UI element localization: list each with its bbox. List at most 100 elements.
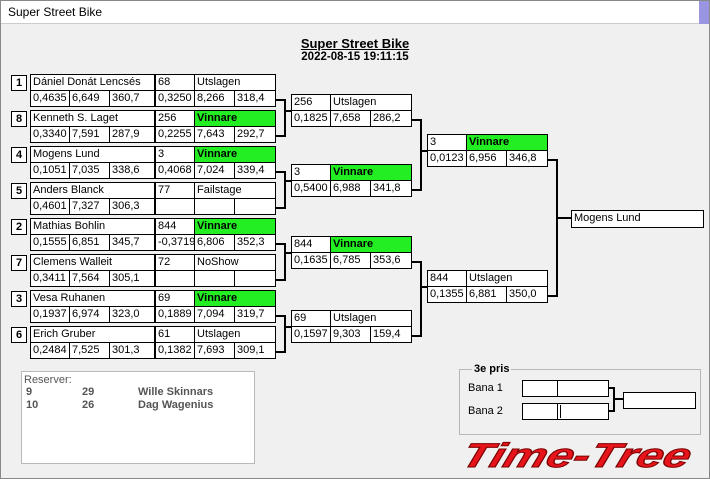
- result-id-cell[interactable]: 77: [155, 182, 195, 199]
- r3-rt-cell[interactable]: 0,1355: [427, 286, 467, 303]
- r2-id-cell[interactable]: 3: [291, 164, 331, 181]
- result-id-cell[interactable]: 68: [155, 74, 195, 91]
- r2-rt-cell[interactable]: 0,5400: [291, 180, 331, 197]
- result-et-cell[interactable]: [194, 270, 235, 287]
- result-rt-cell[interactable]: -0,3719: [155, 234, 195, 251]
- rider-et-cell[interactable]: 7,564: [69, 270, 110, 287]
- result-et-cell[interactable]: 7,024: [194, 162, 235, 179]
- result-rt-cell[interactable]: 0,4068: [155, 162, 195, 179]
- r2-status-cell[interactable]: Utslagen: [330, 94, 412, 111]
- r2-status-cell[interactable]: Vinnare: [330, 164, 412, 181]
- result-speed-cell[interactable]: 292,7: [234, 126, 276, 143]
- result-speed-cell[interactable]: 309,1: [234, 342, 276, 359]
- lane2-id-cell[interactable]: [522, 403, 558, 420]
- result-id-cell[interactable]: 256: [155, 110, 195, 127]
- result-status-cell[interactable]: Utslagen: [194, 326, 276, 343]
- r2-et-cell[interactable]: 6,988: [330, 180, 371, 197]
- r3-speed-cell[interactable]: 350,0: [506, 286, 548, 303]
- rider-et-cell[interactable]: 7,035: [69, 162, 110, 179]
- result-speed-cell[interactable]: 339,4: [234, 162, 276, 179]
- result-status-cell[interactable]: Vinnare: [194, 218, 276, 235]
- r2-speed-cell[interactable]: 341,8: [370, 180, 412, 197]
- result-speed-cell[interactable]: 352,3: [234, 234, 276, 251]
- rider-name-cell[interactable]: Kenneth S. Laget: [30, 110, 155, 127]
- r2-status-cell[interactable]: Vinnare: [330, 236, 412, 253]
- result-speed-cell[interactable]: [234, 198, 276, 215]
- rider-name-cell[interactable]: Dániel Donát Lencsés: [30, 74, 155, 91]
- r2-speed-cell[interactable]: 159,4: [370, 326, 412, 343]
- r3-rt-cell[interactable]: 0,0123: [427, 150, 467, 167]
- result-rt-cell[interactable]: 0,3250: [155, 90, 195, 107]
- rider-rt-cell[interactable]: 0,1555: [30, 234, 70, 251]
- rider-et-cell[interactable]: 7,591: [69, 126, 110, 143]
- result-status-cell[interactable]: Failstage: [194, 182, 276, 199]
- rider-rt-cell[interactable]: 0,4601: [30, 198, 70, 215]
- result-id-cell[interactable]: 69: [155, 290, 195, 307]
- rider-name-cell[interactable]: Mathias Bohlin: [30, 218, 155, 235]
- r3-et-cell[interactable]: 6,956: [466, 150, 507, 167]
- result-rt-cell[interactable]: 0,1382: [155, 342, 195, 359]
- rider-et-cell[interactable]: 7,327: [69, 198, 110, 215]
- result-status-cell[interactable]: Utslagen: [194, 74, 276, 91]
- result-id-cell[interactable]: 844: [155, 218, 195, 235]
- result-speed-cell[interactable]: 318,4: [234, 90, 276, 107]
- result-rt-cell[interactable]: [155, 270, 195, 287]
- rider-speed-cell[interactable]: 323,0: [109, 306, 155, 323]
- rider-rt-cell[interactable]: 0,4635: [30, 90, 70, 107]
- lane1-result-cell[interactable]: [557, 380, 609, 397]
- result-speed-cell[interactable]: 319,7: [234, 306, 276, 323]
- rider-name-cell[interactable]: Clemens Walleit: [30, 254, 155, 271]
- rider-speed-cell[interactable]: 306,3: [109, 198, 155, 215]
- rider-et-cell[interactable]: 6,974: [69, 306, 110, 323]
- rider-et-cell[interactable]: 6,851: [69, 234, 110, 251]
- r2-rt-cell[interactable]: 0,1825: [291, 110, 331, 127]
- result-status-cell[interactable]: Vinnare: [194, 290, 276, 307]
- r2-et-cell[interactable]: 9,303: [330, 326, 371, 343]
- r2-et-cell[interactable]: 7,658: [330, 110, 371, 127]
- rider-speed-cell[interactable]: 287,9: [109, 126, 155, 143]
- rider-et-cell[interactable]: 7,525: [69, 342, 110, 359]
- result-id-cell[interactable]: 3: [155, 146, 195, 163]
- third-prize-result-cell[interactable]: [623, 392, 696, 409]
- rider-rt-cell[interactable]: 0,3340: [30, 126, 70, 143]
- rider-name-cell[interactable]: Vesa Ruhanen: [30, 290, 155, 307]
- rider-rt-cell[interactable]: 0,3411: [30, 270, 70, 287]
- r2-id-cell[interactable]: 69: [291, 310, 331, 327]
- result-id-cell[interactable]: 61: [155, 326, 195, 343]
- r3-speed-cell[interactable]: 346,8: [506, 150, 548, 167]
- r2-rt-cell[interactable]: 0,1597: [291, 326, 331, 343]
- lane1-id-cell[interactable]: [522, 380, 558, 397]
- r3-et-cell[interactable]: 6,881: [466, 286, 507, 303]
- rider-name-cell[interactable]: Erich Gruber: [30, 326, 155, 343]
- rider-speed-cell[interactable]: 338,6: [109, 162, 155, 179]
- result-rt-cell[interactable]: 0,1889: [155, 306, 195, 323]
- result-status-cell[interactable]: NoShow: [194, 254, 276, 271]
- result-et-cell[interactable]: 7,693: [194, 342, 235, 359]
- r2-speed-cell[interactable]: 286,2: [370, 110, 412, 127]
- rider-rt-cell[interactable]: 0,2484: [30, 342, 70, 359]
- result-rt-cell[interactable]: [155, 198, 195, 215]
- lane2-result-cell[interactable]: [557, 403, 609, 420]
- final-winner-cell[interactable]: Mogens Lund: [571, 210, 704, 228]
- result-rt-cell[interactable]: 0,2255: [155, 126, 195, 143]
- result-status-cell[interactable]: Vinnare: [194, 146, 276, 163]
- r2-rt-cell[interactable]: 0,1635: [291, 252, 331, 269]
- rider-et-cell[interactable]: 6,649: [69, 90, 110, 107]
- rider-name-cell[interactable]: Anders Blanck: [30, 182, 155, 199]
- r2-id-cell[interactable]: 256: [291, 94, 331, 111]
- result-et-cell[interactable]: 7,643: [194, 126, 235, 143]
- r3-id-cell[interactable]: 844: [427, 270, 467, 287]
- result-id-cell[interactable]: 72: [155, 254, 195, 271]
- rider-speed-cell[interactable]: 360,7: [109, 90, 155, 107]
- rider-speed-cell[interactable]: 301,3: [109, 342, 155, 359]
- rider-speed-cell[interactable]: 345,7: [109, 234, 155, 251]
- result-et-cell[interactable]: 6,806: [194, 234, 235, 251]
- result-et-cell[interactable]: 7,094: [194, 306, 235, 323]
- result-speed-cell[interactable]: [234, 270, 276, 287]
- rider-speed-cell[interactable]: 305,1: [109, 270, 155, 287]
- r3-status-cell[interactable]: Utslagen: [466, 270, 548, 287]
- result-et-cell[interactable]: [194, 198, 235, 215]
- r3-status-cell[interactable]: Vinnare: [466, 134, 548, 151]
- r3-id-cell[interactable]: 3: [427, 134, 467, 151]
- r2-et-cell[interactable]: 6,785: [330, 252, 371, 269]
